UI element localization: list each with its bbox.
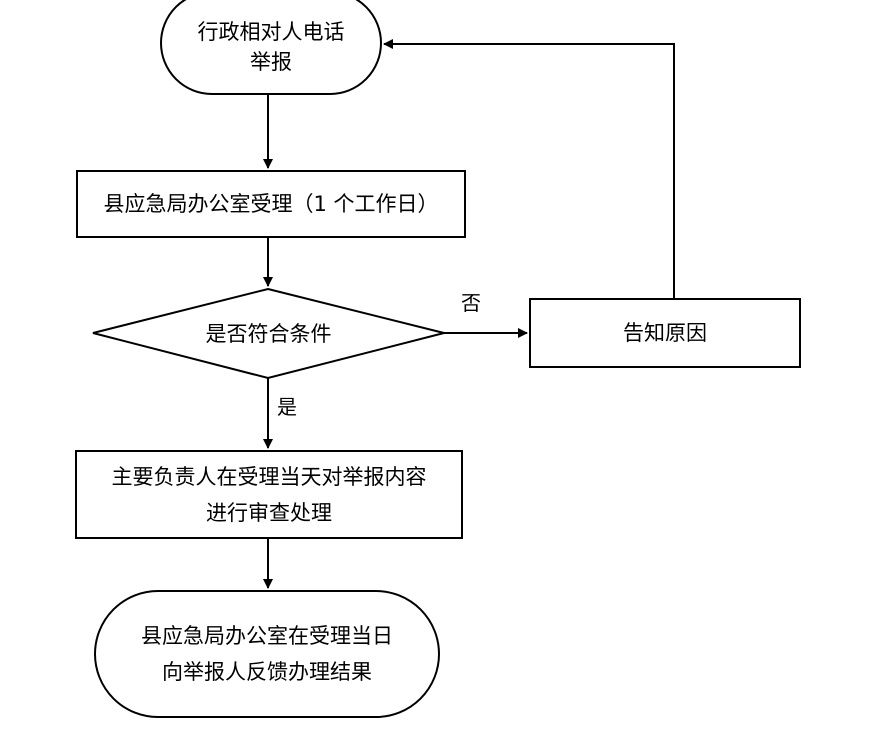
reason-process-shape <box>529 298 801 368</box>
end-terminal-shape <box>94 590 440 718</box>
arrow-reason-to-start <box>383 39 675 299</box>
accept-process-shape <box>76 170 466 238</box>
decision-diamond-shape <box>92 287 445 380</box>
start-terminal-shape <box>160 0 382 95</box>
review-process-shape <box>75 450 463 539</box>
yes-edge-label: 是 <box>277 395 297 419</box>
no-edge-label: 否 <box>461 291 481 315</box>
